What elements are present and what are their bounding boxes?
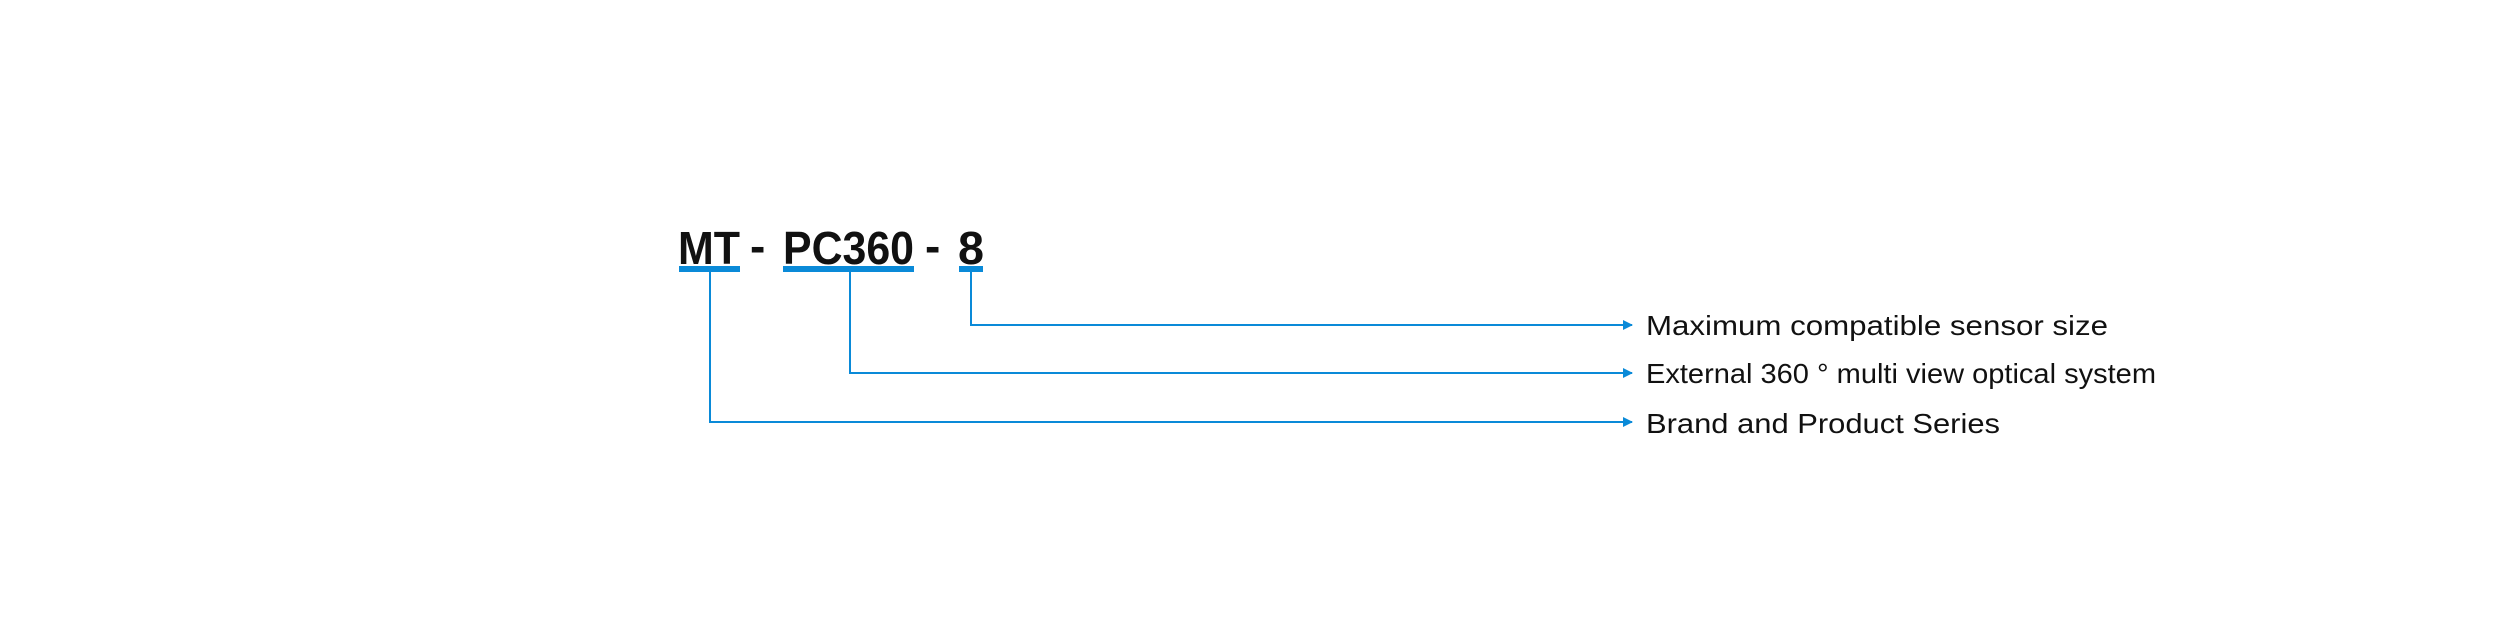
connector-system [849, 272, 1633, 378]
label-system: External 360 ° multi view optical system [1646, 358, 2156, 389]
label-size: Maximum compatible sensor size [1646, 310, 2108, 341]
connector-brand [709, 272, 1633, 427]
connector-size [970, 272, 1633, 330]
code-part-system: PC360 [783, 222, 914, 274]
underline-brand [679, 266, 740, 272]
code-separator: - [750, 220, 765, 272]
label-brand: Brand and Product Series [1646, 408, 2000, 439]
underline-system [783, 266, 914, 272]
code-separator: - [925, 220, 940, 272]
code-part-brand: MT [678, 222, 740, 274]
underline-size [959, 266, 983, 272]
code-part-size: 8 [958, 222, 984, 274]
